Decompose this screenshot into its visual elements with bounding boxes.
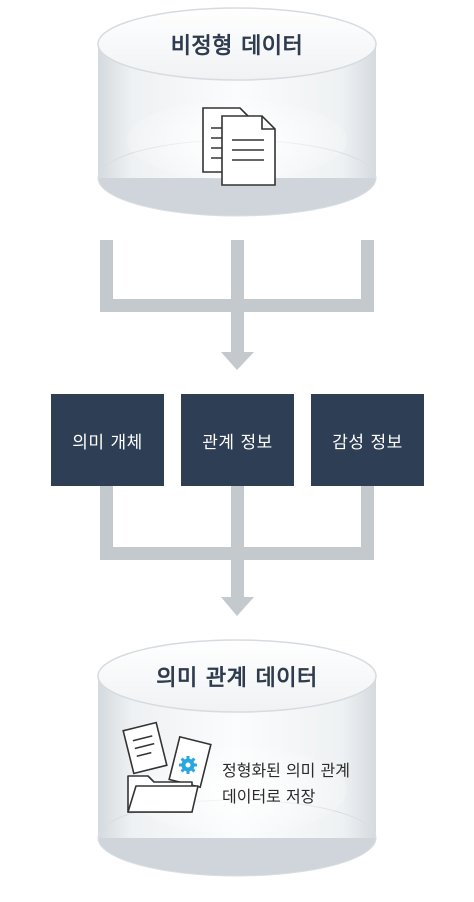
- box-sentiment-info: 감성 정보: [311, 394, 424, 486]
- top-cylinder-title: 비정형 데이터: [170, 34, 304, 59]
- gear-icon: [179, 756, 197, 774]
- folder-with-documents-icon: [122, 721, 212, 813]
- box-label: 감성 정보: [332, 432, 403, 453]
- box-semantic-entity: 의미 개체: [51, 394, 164, 486]
- merge-connector-top: [100, 240, 374, 370]
- bottom-cylinder-title: 의미 관계 데이터: [156, 666, 318, 691]
- caption-line: 데이터로 저장: [222, 787, 316, 806]
- merge-connector-bottom: [100, 486, 374, 616]
- document-stack-icon: [202, 107, 276, 186]
- caption-line: 정형화된 의미 관계: [222, 761, 350, 780]
- box-label: 관계 정보: [202, 432, 273, 453]
- box-relation-info: 관계 정보: [181, 394, 294, 486]
- box-label: 의미 개체: [72, 432, 143, 453]
- storage-caption: 정형화된 의미 관계 데이터로 저장: [222, 758, 402, 810]
